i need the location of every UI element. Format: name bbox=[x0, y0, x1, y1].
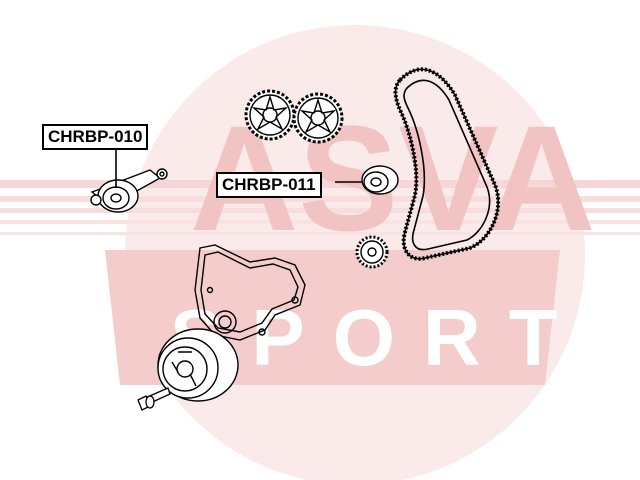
idler-pulley bbox=[361, 165, 399, 195]
tensioner-pulley bbox=[90, 168, 168, 213]
leader-lines bbox=[115, 150, 362, 188]
crank-bolt bbox=[137, 387, 171, 411]
callout-chrbp-010: CHRBP-010 bbox=[42, 124, 149, 150]
camshaft-sprocket-right bbox=[292, 92, 344, 144]
camshaft-sprocket-left bbox=[244, 89, 296, 141]
timing-belt bbox=[393, 67, 501, 261]
lower-idler-sprocket bbox=[355, 235, 389, 269]
timing-cover bbox=[194, 244, 306, 341]
callout-chrbp-011: CHRBP-011 bbox=[216, 172, 322, 198]
crankshaft-pulley bbox=[157, 328, 239, 402]
